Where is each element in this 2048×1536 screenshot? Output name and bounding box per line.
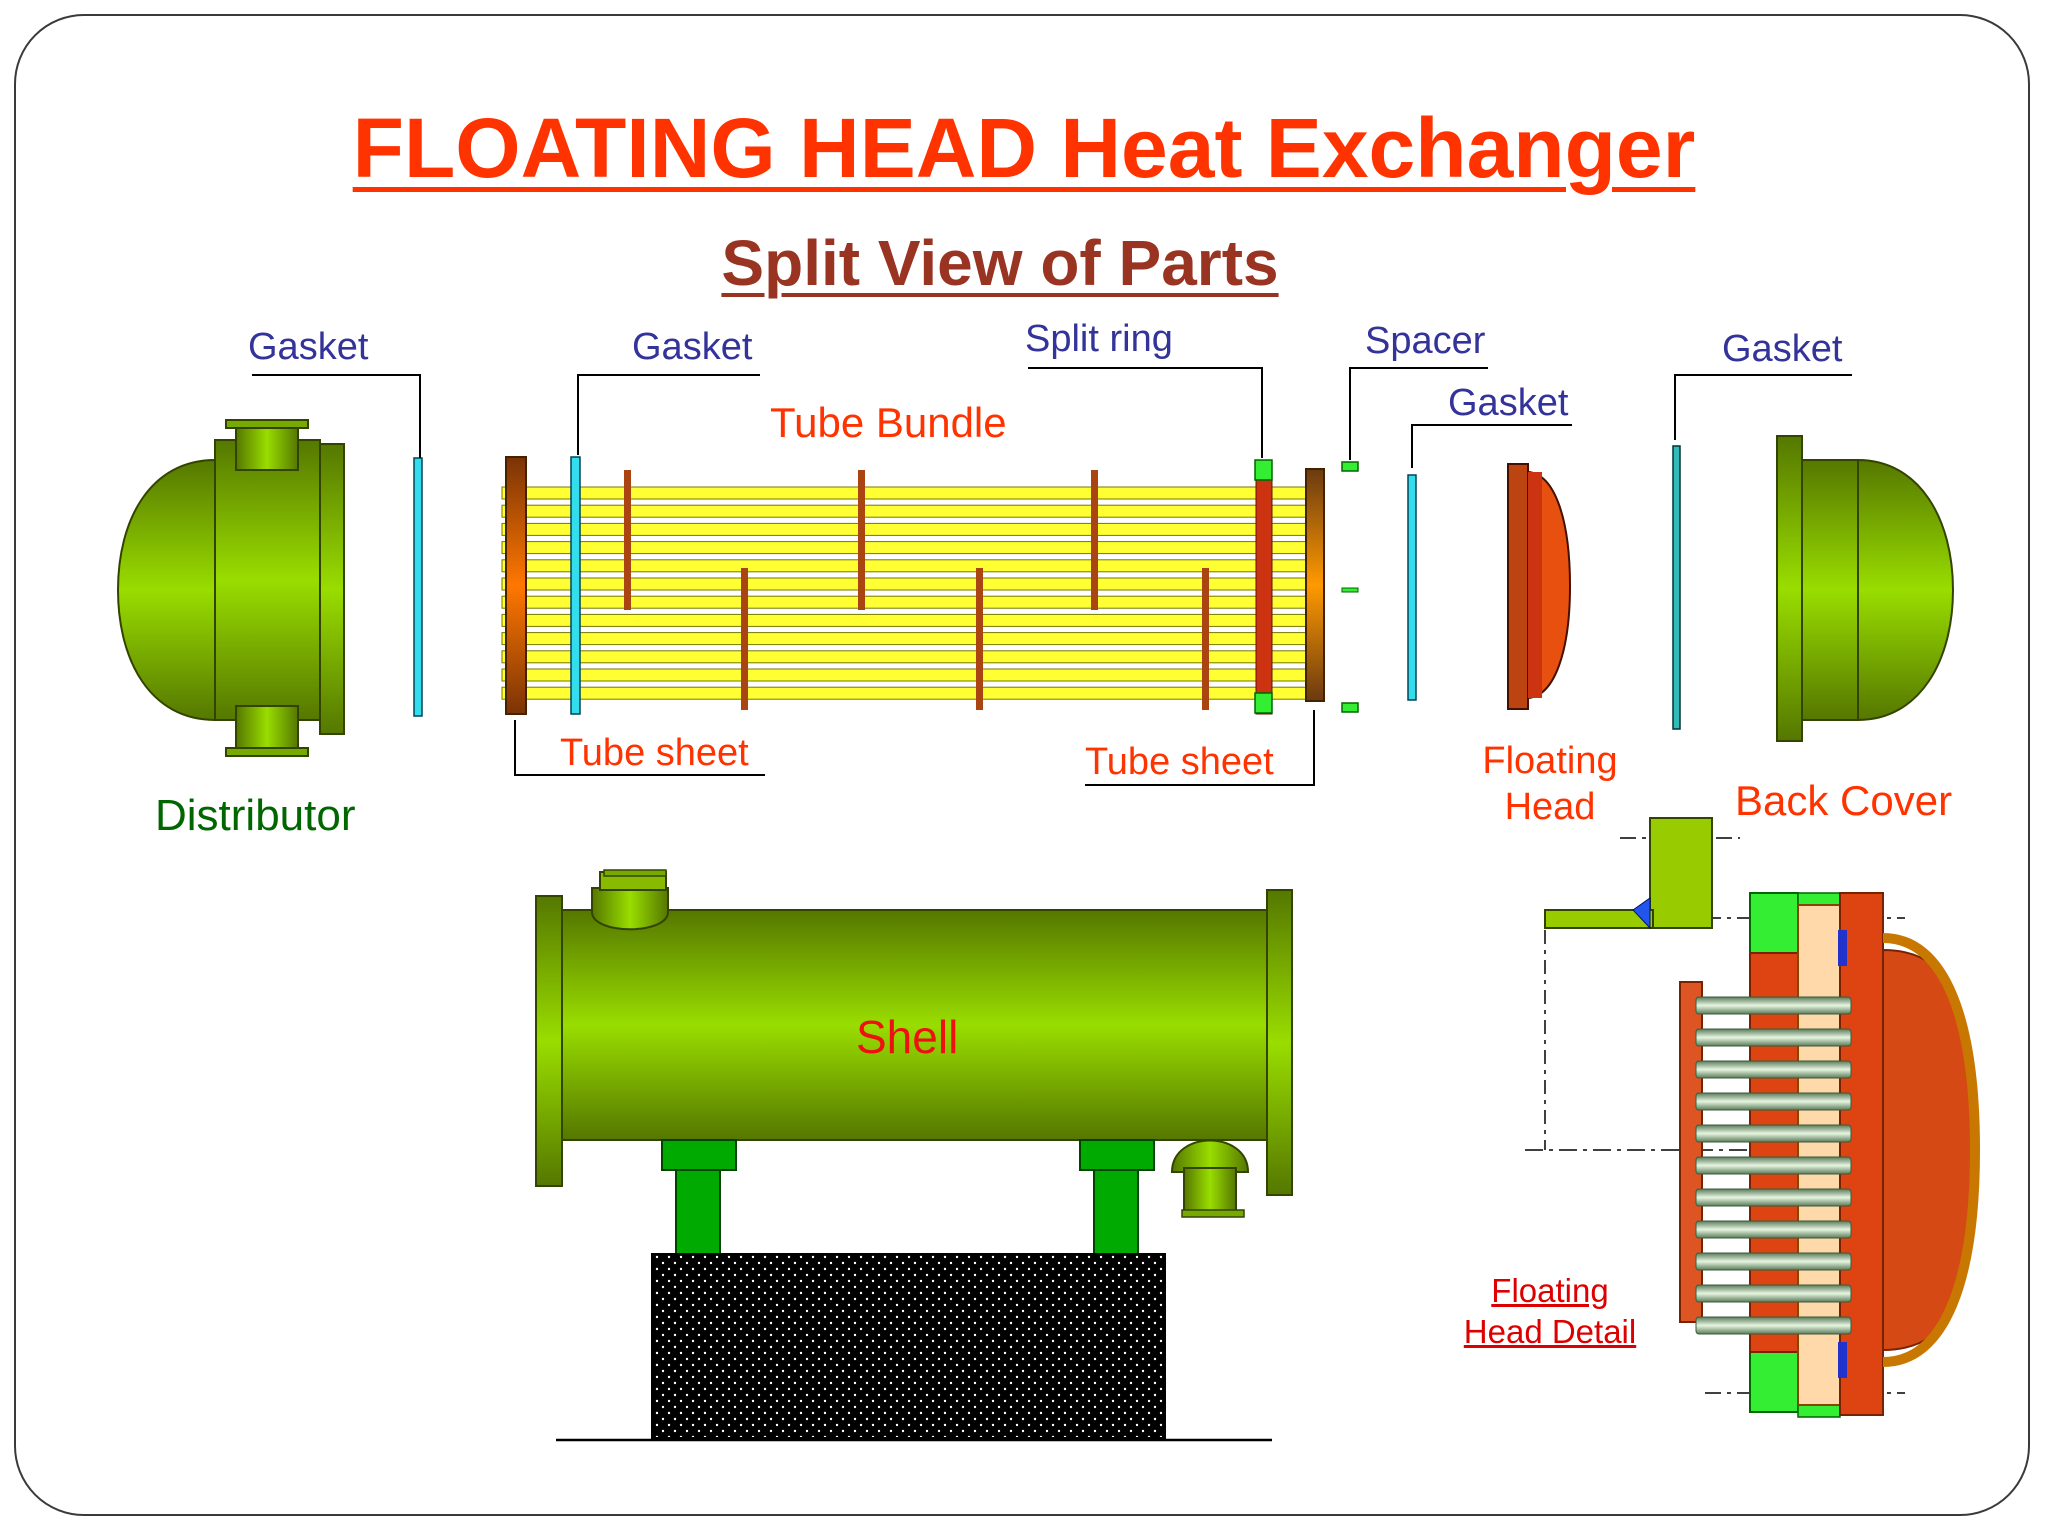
gasket-1-drawing	[413, 457, 423, 717]
spacer-label: Spacer	[1365, 320, 1486, 362]
page-subtitle: Split View of Parts	[721, 227, 1279, 299]
gasket-label-3: Gasket	[1448, 382, 1569, 424]
gasket-3-drawing	[1407, 474, 1417, 701]
tube	[501, 632, 1325, 646]
shell-drawing	[535, 869, 1293, 1442]
gasket-2-leader	[577, 374, 760, 455]
tube-sheet-1-leader	[514, 720, 765, 776]
detail-tube	[1695, 1156, 1852, 1175]
detail-tube	[1695, 1060, 1852, 1079]
detail-tube	[1695, 996, 1852, 1015]
tube	[501, 650, 1325, 664]
floating-head-label-line1: Floating	[1482, 740, 1618, 782]
detail-tube	[1695, 1252, 1852, 1271]
detail-tube	[1695, 1028, 1852, 1047]
back-cover-drawing	[1776, 435, 1955, 742]
floating-head-label-line2: Head	[1504, 786, 1596, 828]
tube-sheet-2-leader	[1085, 710, 1315, 786]
detail-tube	[1695, 1124, 1852, 1143]
tube	[501, 686, 1325, 700]
tube-bundle-label: Tube Bundle	[770, 399, 1007, 446]
detail-tube	[1695, 1188, 1852, 1207]
gasket-label-1: Gasket	[248, 326, 369, 368]
detail-tube	[1695, 1284, 1852, 1303]
shell-label: Shell	[856, 1011, 959, 1063]
detail-tube	[1695, 1220, 1852, 1239]
tube-bundle-drawing	[501, 456, 1325, 715]
floating-head-detail-label-line2: Head Detail	[1463, 1313, 1637, 1350]
tube	[501, 613, 1325, 627]
spacer-leader	[1349, 367, 1488, 460]
floating-head-detail-label-line1: Floating	[1491, 1272, 1609, 1309]
split-ring-label: Split ring	[1025, 318, 1173, 360]
back-cover-label: Back Cover	[1735, 777, 1953, 824]
gasket-label-2: Gasket	[632, 326, 753, 368]
tube	[501, 668, 1325, 682]
distributor-label: Distributor	[155, 791, 356, 840]
gasket-4-leader	[1674, 374, 1852, 440]
spacer-drawing	[1341, 461, 1359, 713]
tube-sheet-label-1: Tube sheet	[560, 732, 749, 774]
gasket-3-leader	[1411, 424, 1572, 468]
distributor-drawing	[116, 419, 345, 757]
gasket-4-drawing	[1672, 445, 1681, 730]
tube-sheet-label-2: Tube sheet	[1085, 741, 1274, 783]
detail-tube	[1695, 1316, 1852, 1335]
gasket-label-4: Gasket	[1722, 328, 1843, 370]
detail-tube	[1695, 1092, 1852, 1111]
floating-head-detail-drawing	[1525, 817, 1981, 1418]
page-title: FLOATING HEAD Heat Exchanger	[352, 101, 1696, 195]
floating-head-drawing	[1507, 463, 1572, 710]
gasket-1-leader	[252, 374, 421, 458]
split-ring-leader	[1028, 367, 1263, 458]
